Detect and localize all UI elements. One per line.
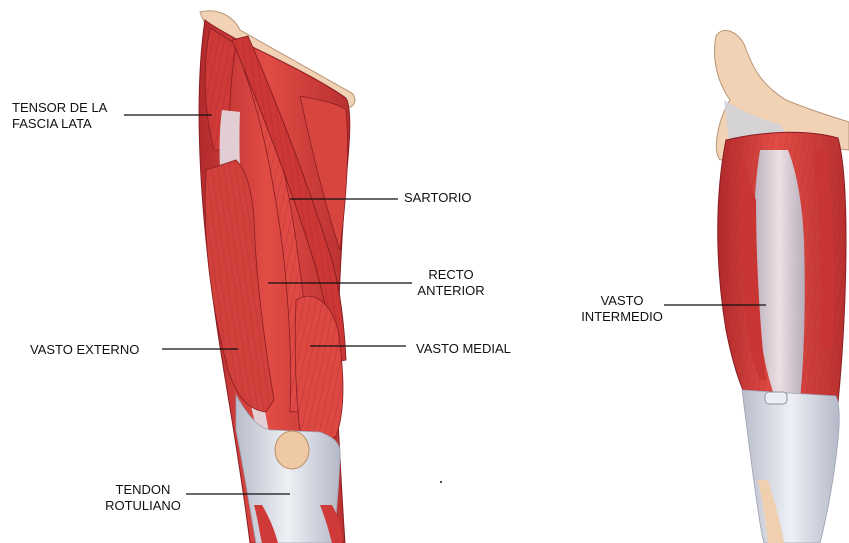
- deep-thigh-figure: [715, 30, 849, 543]
- anterior-thigh-figure: [199, 11, 355, 543]
- patella: [275, 431, 309, 469]
- label-sartorio: SARTORIO: [404, 190, 471, 206]
- label-vasto-intermedio: VASTO INTERMEDIO: [578, 293, 666, 325]
- label-vasto-medial: VASTO MEDIAL: [416, 341, 511, 357]
- label-tensor-fascia-lata: TENSOR DE LA FASCIA LATA: [12, 100, 107, 132]
- stray-dot: [440, 481, 442, 483]
- deep-knee-area: [742, 390, 839, 543]
- label-vasto-externo: VASTO EXTERNO: [30, 342, 139, 358]
- label-tendon-rotuliano: TENDON ROTULIANO: [98, 482, 188, 514]
- patella-deep: [765, 392, 787, 404]
- label-recto-anterior: RECTO ANTERIOR: [415, 267, 487, 299]
